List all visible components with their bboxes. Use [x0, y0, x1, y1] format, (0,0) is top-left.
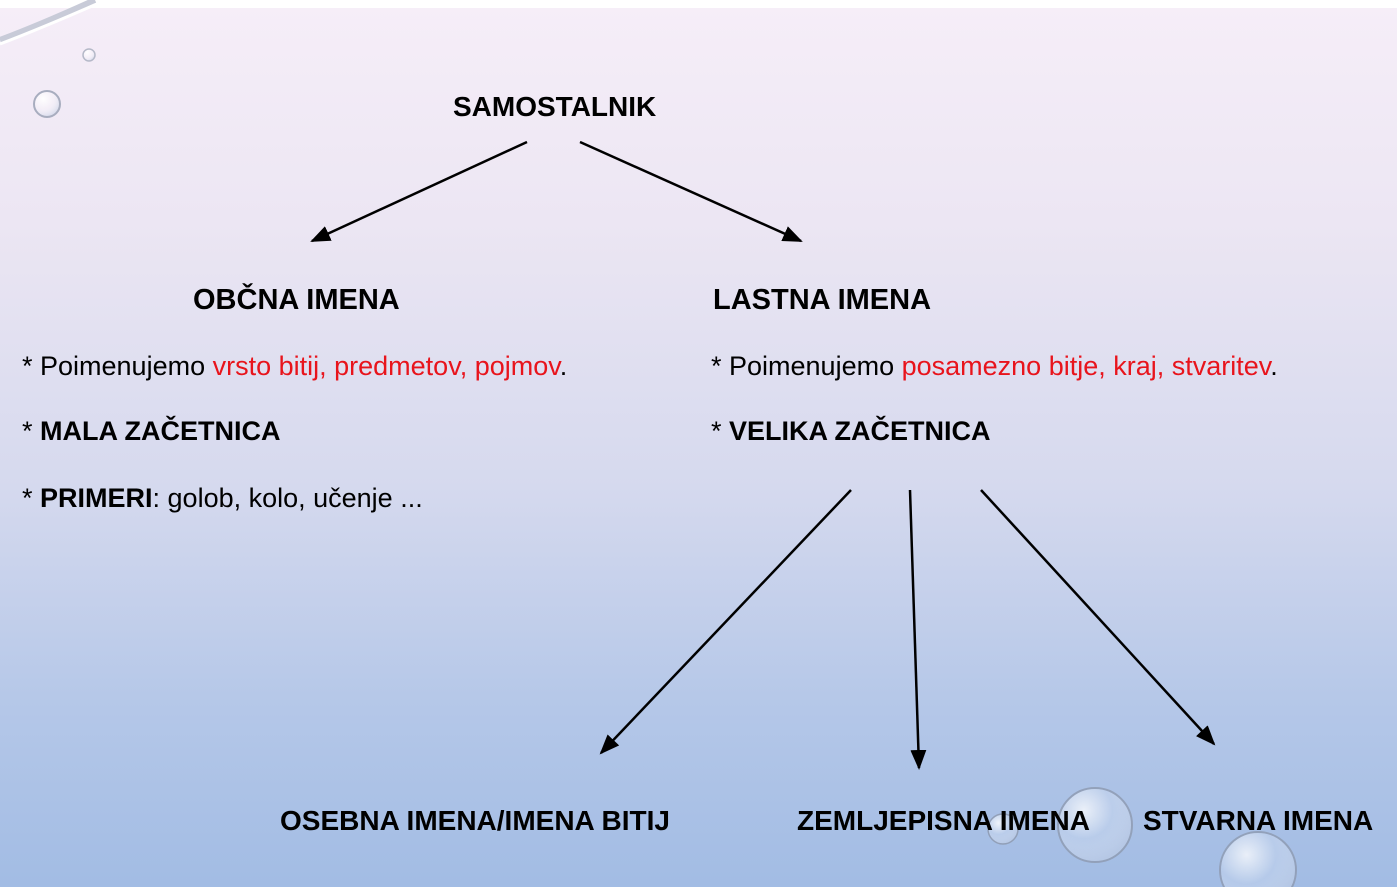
lastna-definition-line: * Poimenujemo posamezno bitje, kraj, stv…: [711, 351, 1278, 382]
arrow-to-zemljepisna: [908, 489, 927, 770]
obcna-definition-highlight: vrsto bitij, predmetov, pojmov: [212, 351, 560, 381]
lastna-capital-prefix: *: [711, 416, 730, 446]
lastna-definition-suffix: .: [1270, 351, 1278, 381]
node-osebna-imena: OSEBNA IMENA/IMENA BITIJ: [280, 805, 670, 836]
arrow-to-stvarna: [980, 489, 1216, 746]
arrow-to-obcna: [310, 140, 528, 243]
obcna-capital-line: * MALA ZAČETNICA: [22, 416, 280, 447]
node-obcna-imena: OBČNA IMENA: [193, 284, 400, 316]
obcna-examples-prefix: *: [22, 483, 41, 513]
obcna-examples-label: PRIMERI: [40, 483, 153, 513]
node-samostalnik: SAMOSTALNIK: [453, 91, 657, 122]
obcna-examples-list: : golob, kolo, učenje ...: [152, 483, 423, 513]
node-zemljepisna-imena: ZEMLJEPISNA IMENA: [797, 805, 1090, 836]
obcna-examples-line: * PRIMERI: golob, kolo, učenje ...: [22, 483, 423, 514]
node-lastna-imena: LASTNA IMENA: [713, 284, 932, 316]
obcna-definition-suffix: .: [559, 351, 568, 381]
obcna-definition-line: * Poimenujemo vrsto bitij, predmetov, po…: [22, 351, 567, 382]
lastna-capital-line: * VELIKA ZAČETNICA: [711, 416, 991, 447]
arrow-to-lastna: [579, 140, 803, 243]
lastna-capital-rule: VELIKA ZAČETNICA: [729, 416, 991, 446]
obcna-capital-rule: MALA ZAČETNICA: [40, 416, 281, 446]
obcna-capital-prefix: *: [22, 416, 41, 446]
lastna-definition-prefix: * Poimenujemo: [711, 351, 902, 381]
arrow-to-osebna: [599, 489, 852, 755]
lastna-definition-highlight: posamezno bitje, kraj, stvaritev: [901, 351, 1271, 381]
top-strip: [0, 0, 1397, 8]
obcna-definition-prefix: * Poimenujemo: [22, 351, 213, 381]
node-stvarna-imena: STVARNA IMENA: [1143, 805, 1374, 836]
